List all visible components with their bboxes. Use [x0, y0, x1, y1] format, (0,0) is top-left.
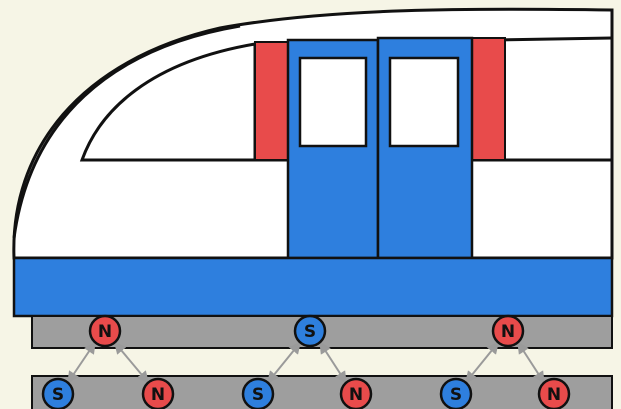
- vehicle-magnet-s-label: S: [304, 322, 316, 342]
- train-undercarriage: [14, 258, 612, 316]
- vehicle-magnet-n-label: N: [501, 322, 515, 342]
- door-pillar-left: [255, 42, 288, 160]
- track-magnet-n: N: [539, 379, 569, 409]
- track-magnet-s: S: [43, 379, 73, 409]
- guideway-track: [32, 376, 612, 409]
- track-magnet-n-label: N: [547, 385, 561, 405]
- track-magnet-n: N: [341, 379, 371, 409]
- track-magnet-s-label: S: [52, 385, 64, 405]
- track-magnet-s: S: [243, 379, 273, 409]
- vehicle-magnet-s: S: [295, 316, 325, 346]
- track-magnet-s-label: S: [252, 385, 264, 405]
- door-right-window: [390, 58, 458, 146]
- track-magnet-s-label: S: [450, 385, 462, 405]
- track-magnet-n-label: N: [349, 385, 363, 405]
- track-magnet-n-label: N: [151, 385, 165, 405]
- door-pillar-right: [472, 38, 505, 160]
- track-magnet-s: S: [441, 379, 471, 409]
- door-left-window: [300, 58, 366, 146]
- vehicle-magnet-n: N: [90, 316, 120, 346]
- vehicle-magnet-n: N: [493, 316, 523, 346]
- track-magnet-n: N: [143, 379, 173, 409]
- vehicle-magnet-n-label: N: [98, 322, 112, 342]
